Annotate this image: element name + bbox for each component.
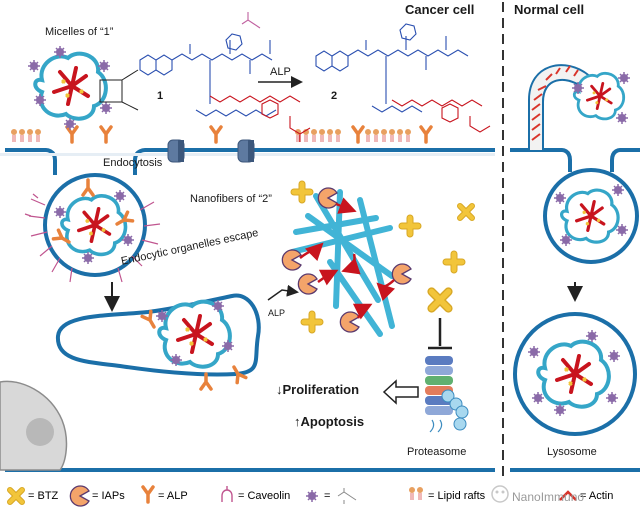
nanofibers-label: Nanofibers of “2” <box>190 193 272 205</box>
escaping-organelle <box>55 293 261 391</box>
down-arrow-glyph: ↓ <box>276 382 283 397</box>
compound-2-red-part <box>391 99 491 133</box>
legend-alp: = ALP <box>158 490 188 502</box>
compound-2-label: 2 <box>331 90 338 102</box>
endocytic-vesicle <box>43 173 147 277</box>
caveolin-channels <box>167 139 255 163</box>
legend-icons <box>10 485 577 507</box>
up-arrow-glyph: ↑ <box>294 414 301 429</box>
proteasome-icon <box>425 356 469 433</box>
legend-iaps: = IAPs <box>92 490 125 502</box>
watermark-text: NanoImmuno <box>512 490 585 504</box>
legend-caveolin: = Caveolin <box>238 490 291 502</box>
endocytosis-label: Endocytosis <box>103 157 163 169</box>
micelle-top <box>27 45 139 131</box>
nanofibers <box>289 189 395 337</box>
micelles-label: Micelles of “1” <box>45 26 114 38</box>
iap-binding <box>281 187 412 333</box>
proteasome-label: Proteasome <box>407 446 467 458</box>
proliferation-arrow <box>382 379 419 405</box>
apoptosis-label: ↑Apoptosis <box>294 414 364 429</box>
alp-arrow-label: ALP <box>270 66 291 78</box>
inhibition-bar <box>428 318 452 350</box>
compound-1-label: 1 <box>157 90 164 102</box>
watermark-icon <box>491 485 509 503</box>
membrane-rafts <box>10 125 433 144</box>
apoptosis-text: Apoptosis <box>300 414 365 429</box>
normal-cell-header: Normal cell <box>514 2 585 17</box>
alp-release-arrow <box>267 284 299 301</box>
lysosome-label: Lysosome <box>547 446 597 458</box>
proliferation-label: ↓Proliferation <box>276 382 359 397</box>
caveolin-spikes <box>24 193 161 283</box>
normal-cell <box>510 64 640 436</box>
compound-1-structure <box>139 33 277 117</box>
legend-btz: = BTZ <box>28 490 59 502</box>
nucleolus <box>26 418 54 446</box>
proliferation-text: Proliferation <box>282 382 360 397</box>
legend-phosphate: = <box>324 490 331 502</box>
legend-lipid-rafts: = Lipid rafts <box>428 490 486 502</box>
alp-small-label: ALP <box>268 308 286 318</box>
compound-1-red-part <box>209 95 311 142</box>
legend-actin: = Actin <box>580 490 614 502</box>
cancer-cell-header: Cancer cell <box>405 2 475 17</box>
compound-1-phosphate <box>241 12 261 29</box>
compound-2-structure <box>315 23 469 113</box>
